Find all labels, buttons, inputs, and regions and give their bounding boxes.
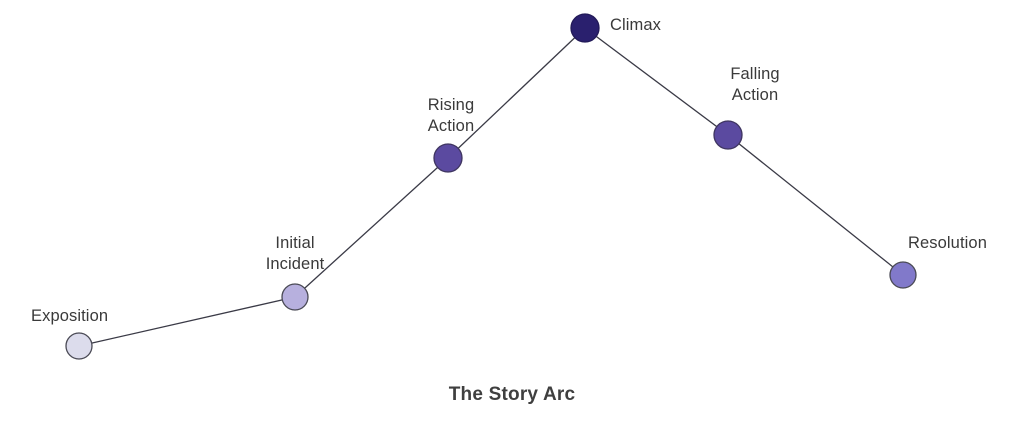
arc-node-initial-incident[interactable] xyxy=(281,283,309,311)
arc-connector-lines xyxy=(78,27,904,347)
arc-node-climax[interactable] xyxy=(570,13,600,43)
arc-node-rising-action[interactable] xyxy=(433,143,463,173)
arc-label-climax: Climax xyxy=(610,16,662,34)
arc-label-resolution: Resolution xyxy=(908,234,987,252)
arc-label-rising-action: Rising Action xyxy=(427,96,475,135)
arc-node-resolution[interactable] xyxy=(889,261,917,289)
arc-label-initial-incident: Initial Incident xyxy=(265,234,325,273)
arc-node-falling-action[interactable] xyxy=(713,120,743,150)
arc-segment xyxy=(584,27,729,136)
arc-segment xyxy=(727,134,904,276)
arc-segment xyxy=(294,157,449,298)
arc-segment xyxy=(78,296,296,347)
arc-label-exposition: Exposition xyxy=(31,307,109,325)
arc-node-exposition[interactable] xyxy=(65,332,93,360)
arc-segment xyxy=(447,27,586,159)
chart-title: The Story Arc xyxy=(448,384,576,405)
arc-node-group xyxy=(65,13,917,360)
arc-label-falling-action: Falling Action xyxy=(730,65,780,104)
